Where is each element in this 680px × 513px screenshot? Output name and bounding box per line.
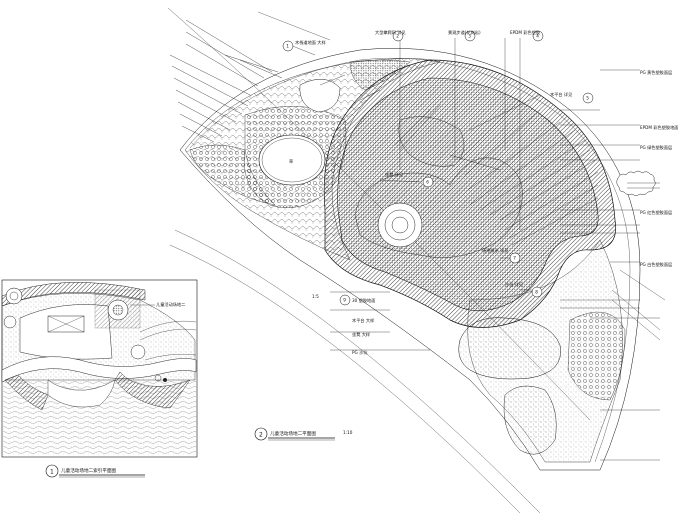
main-title-block: 2 儿童活动场地二平面图 1:10 (254, 427, 353, 441)
svg-text:1: 1 (50, 469, 54, 476)
svg-text:5: 5 (586, 96, 589, 101)
svg-text:PG 白色塑胶面层: PG 白色塑胶面层 (640, 261, 672, 268)
callout-1: 1 木栈道地面 大样 (282, 39, 326, 52)
svg-text:PG 红色塑胶面层: PG 红色塑胶面层 (640, 209, 672, 216)
parking-stripes (169, 19, 283, 143)
svg-text:EPDM 彩色塑胶地面: EPDM 彩色塑胶地面 (640, 124, 678, 131)
inset-plan: 儿童活动场地二 1 儿童活动场地二索引平面图 (1, 279, 198, 478)
svg-text:沙坑 详见: 沙坑 详见 (505, 281, 523, 288)
svg-text:1:10: 1:10 (343, 430, 353, 435)
svg-text:儿童活动场地二: 儿童活动场地二 (156, 301, 185, 308)
svg-text:木栈道地面 大样: 木栈道地面 大样 (295, 39, 326, 46)
inset-title-block: 1 儿童活动场地二索引平面图 (45, 464, 145, 478)
callout-5: 5 木平台 详见 (550, 91, 594, 104)
circular-feature (377, 202, 423, 248)
svg-text:场地排水 详见: 场地排水 详见 (482, 247, 508, 254)
callout-4: 4 EPDM 彩色塑胶 (510, 29, 544, 42)
svg-text:儿童活动场地二平面图: 儿童活动场地二平面图 (270, 430, 316, 437)
callout-6: 6 坐凳 详见 (385, 171, 434, 188)
svg-text:4: 4 (536, 34, 539, 39)
svg-text:1:5: 1:5 (312, 294, 319, 299)
svg-text:7: 7 (513, 256, 516, 261)
svg-text:30 塑胶地面: 30 塑胶地面 (352, 297, 375, 304)
plan-left-notes: 木平台 大样 坐凳 大样 PG 沙坑 1:5 (312, 294, 374, 356)
svg-text:儿童活动场地二索引平面图: 儿童活动场地二索引平面图 (61, 467, 117, 474)
svg-text:9: 9 (343, 298, 346, 303)
callout-9: 9 30 塑胶地面 (339, 294, 375, 306)
callout-8: 8 沙坑 详见 (505, 281, 543, 298)
svg-text:木平台 大样: 木平台 大样 (352, 317, 374, 324)
svg-text:大型攀爬网 详见: 大型攀爬网 详见 (375, 29, 406, 36)
svg-text:PG 绿色塑胶面层: PG 绿色塑胶面层 (640, 144, 672, 151)
leader-lines (289, 38, 660, 461)
svg-text:3: 3 (468, 34, 471, 39)
callout-3: 3 景观步道(花岗岩) (448, 29, 481, 42)
callout-2: 2 大型攀爬网 详见 (375, 29, 406, 42)
lower-lawn (458, 317, 561, 380)
svg-text:坐凳 大样: 坐凳 大样 (352, 331, 370, 338)
callout-7: 7 场地排水 详见 (482, 247, 521, 264)
site-boundary (179, 48, 641, 471)
svg-text:木平台 详见: 木平台 详见 (550, 91, 572, 98)
right-notes: PG 黄色塑胶面层 EPDM 彩色塑胶地面 PG 绿色塑胶面层 PG 红色塑胶面… (640, 69, 678, 268)
revision-cloud (616, 170, 656, 196)
climbing-net-lines (394, 99, 599, 246)
svg-text:8: 8 (535, 290, 538, 295)
svg-text:2: 2 (396, 34, 399, 39)
svg-text:景观步道(花岗岩): 景观步道(花岗岩) (448, 29, 481, 36)
svg-text:坐凳 详见: 坐凳 详见 (385, 171, 403, 178)
svg-text:PG 黄色塑胶面层: PG 黄色塑胶面层 (640, 69, 672, 76)
svg-text:PG 沙坑: PG 沙坑 (352, 349, 368, 356)
svg-text:6: 6 (426, 180, 429, 185)
oval-lawn (258, 134, 326, 186)
svg-text:1: 1 (286, 44, 289, 49)
main-plan: 草 (167, 7, 678, 513)
svg-text:2: 2 (259, 432, 263, 439)
svg-text:EPDM 彩色塑胶: EPDM 彩色塑胶 (510, 29, 540, 36)
svg-text:草: 草 (289, 158, 293, 165)
